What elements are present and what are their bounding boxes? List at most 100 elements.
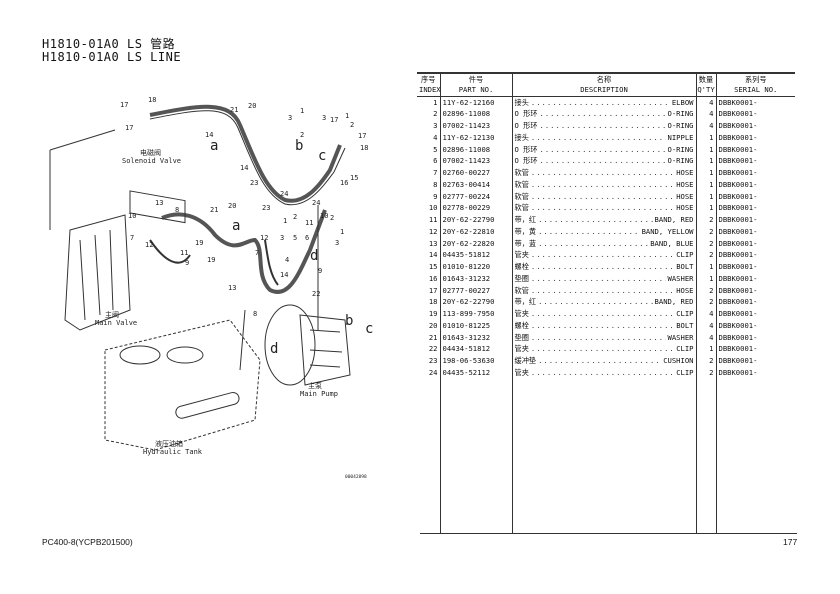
row-name-en: BAND, YELLOW: [641, 226, 694, 236]
row-index: 17: [417, 284, 441, 297]
row-part-no: 20Y-62-22790: [440, 296, 513, 308]
callout-label: 17: [125, 124, 133, 132]
row-qty: 1: [696, 190, 717, 203]
row-qty: 4: [696, 319, 717, 332]
callout-label: 5: [293, 234, 297, 242]
row-serial: DBBK0001-: [718, 367, 758, 377]
row-serial: DBBK0001-: [718, 297, 758, 307]
row-part-no: 01643-31232: [440, 272, 513, 285]
header-part-cn: 件号: [468, 74, 484, 84]
row-part-no: 02760-00227: [440, 167, 513, 179]
row-index: 15: [417, 261, 441, 273]
callout-label: c: [365, 321, 373, 337]
callout-label: 8: [253, 310, 257, 318]
row-index: 10: [417, 202, 441, 214]
row-part-no: 02778-00229: [440, 202, 513, 214]
row-serial: DBBK0001-: [718, 203, 758, 213]
row-qty: 1: [696, 178, 717, 191]
row-qty: 1: [696, 202, 717, 214]
row-qty: 1: [696, 272, 717, 285]
callout-label: d: [310, 248, 318, 264]
header-serial-cn: 系列号: [744, 74, 767, 84]
row-description: 垫圈......................................…: [512, 331, 697, 344]
dot-leader: ........................................…: [538, 356, 661, 365]
row-name-cn: 带，红: [514, 215, 537, 224]
callout-label: 7: [130, 234, 134, 242]
row-qty: 2: [696, 284, 717, 297]
header-desc-en: DESCRIPTION: [580, 84, 628, 94]
row-part-no: 02777-00227: [440, 284, 513, 297]
row-qty: 1: [696, 167, 717, 179]
row-index: 14: [417, 249, 441, 261]
callout-label: 1: [283, 217, 287, 225]
dot-leader: ........................................…: [530, 168, 674, 177]
row-part-no: 20Y-62-22820: [440, 237, 513, 250]
callout-label: 22: [312, 290, 320, 298]
row-name-cn: 接头: [514, 97, 529, 107]
row-qty: 4: [696, 108, 717, 120]
row-name-cn: 垫圈: [514, 273, 529, 283]
row-part-no: 04434-51812: [440, 343, 513, 355]
row-serial: DBBK0001-: [718, 168, 758, 177]
callout-label: 19: [195, 239, 203, 247]
callout-label: 6: [305, 234, 309, 242]
row-qty: 1: [696, 131, 717, 144]
row-name-en: CLIP: [676, 250, 694, 260]
callout-label: 4: [285, 256, 289, 264]
row-name-cn: 螺栓: [514, 320, 529, 330]
row-part-no: 11Y-62-12160: [440, 96, 513, 109]
row-index: 18: [417, 296, 441, 308]
dot-leader: ........................................…: [539, 144, 666, 154]
row-description: 带，红.....................................…: [512, 214, 697, 226]
row-part-no: 02896-11008: [440, 143, 513, 156]
callout-label: 8: [175, 206, 179, 214]
row-part-no: 02763-00414: [440, 178, 513, 191]
callout-label: 3: [322, 114, 326, 122]
row-part-no: 07002-11423: [440, 120, 513, 132]
row-name-en: HOSE: [676, 203, 694, 213]
callout-label: 14: [240, 164, 248, 172]
row-serial: DBBK0001-: [718, 132, 758, 142]
row-name-cn: 带，红: [514, 297, 537, 307]
page-title-cn: H1810-01A0 LS 管路: [42, 37, 176, 51]
row-serial: DBBK0001-: [718, 285, 758, 295]
callout-label: 17: [358, 132, 366, 140]
tank-label-cn: 液压油箱: [155, 439, 183, 448]
row-part-no: 04435-52112: [440, 366, 513, 379]
dot-leader: ........................................…: [539, 121, 666, 130]
header-desc-cn: 名称: [596, 74, 612, 84]
callout-label: 21: [210, 206, 218, 214]
row-description: O 形环....................................…: [512, 108, 697, 120]
row-name-cn: 带，蓝: [514, 238, 537, 248]
row-qty: 2: [696, 366, 717, 379]
main-pump-shape: [264, 304, 316, 386]
callout-label: 18: [360, 144, 368, 152]
row-name-cn: 软管: [514, 191, 529, 201]
row-qty: 2: [696, 214, 717, 226]
row-description: 螺栓......................................…: [512, 319, 697, 332]
row-name-cn: O 形环: [514, 156, 538, 166]
row-description: 软管......................................…: [512, 202, 697, 214]
row-description: 软管......................................…: [512, 167, 697, 179]
row-name-en: HOSE: [676, 179, 694, 189]
row-name-en: ELBOW: [671, 97, 694, 107]
dot-leader: ........................................…: [530, 97, 670, 107]
row-serial: DBBK0001-: [718, 356, 758, 365]
row-description: 接头......................................…: [512, 131, 697, 144]
row-index: 8: [417, 178, 441, 191]
table-filler: [417, 378, 795, 534]
callout-label: 14: [205, 131, 213, 139]
row-index: 13: [417, 237, 441, 250]
callout-label: 18: [148, 96, 156, 104]
callout-label: 1: [300, 107, 304, 115]
row-index: 4: [417, 131, 441, 144]
row-part-no: 07002-11423: [440, 155, 513, 167]
row-qty: 1: [696, 261, 717, 273]
